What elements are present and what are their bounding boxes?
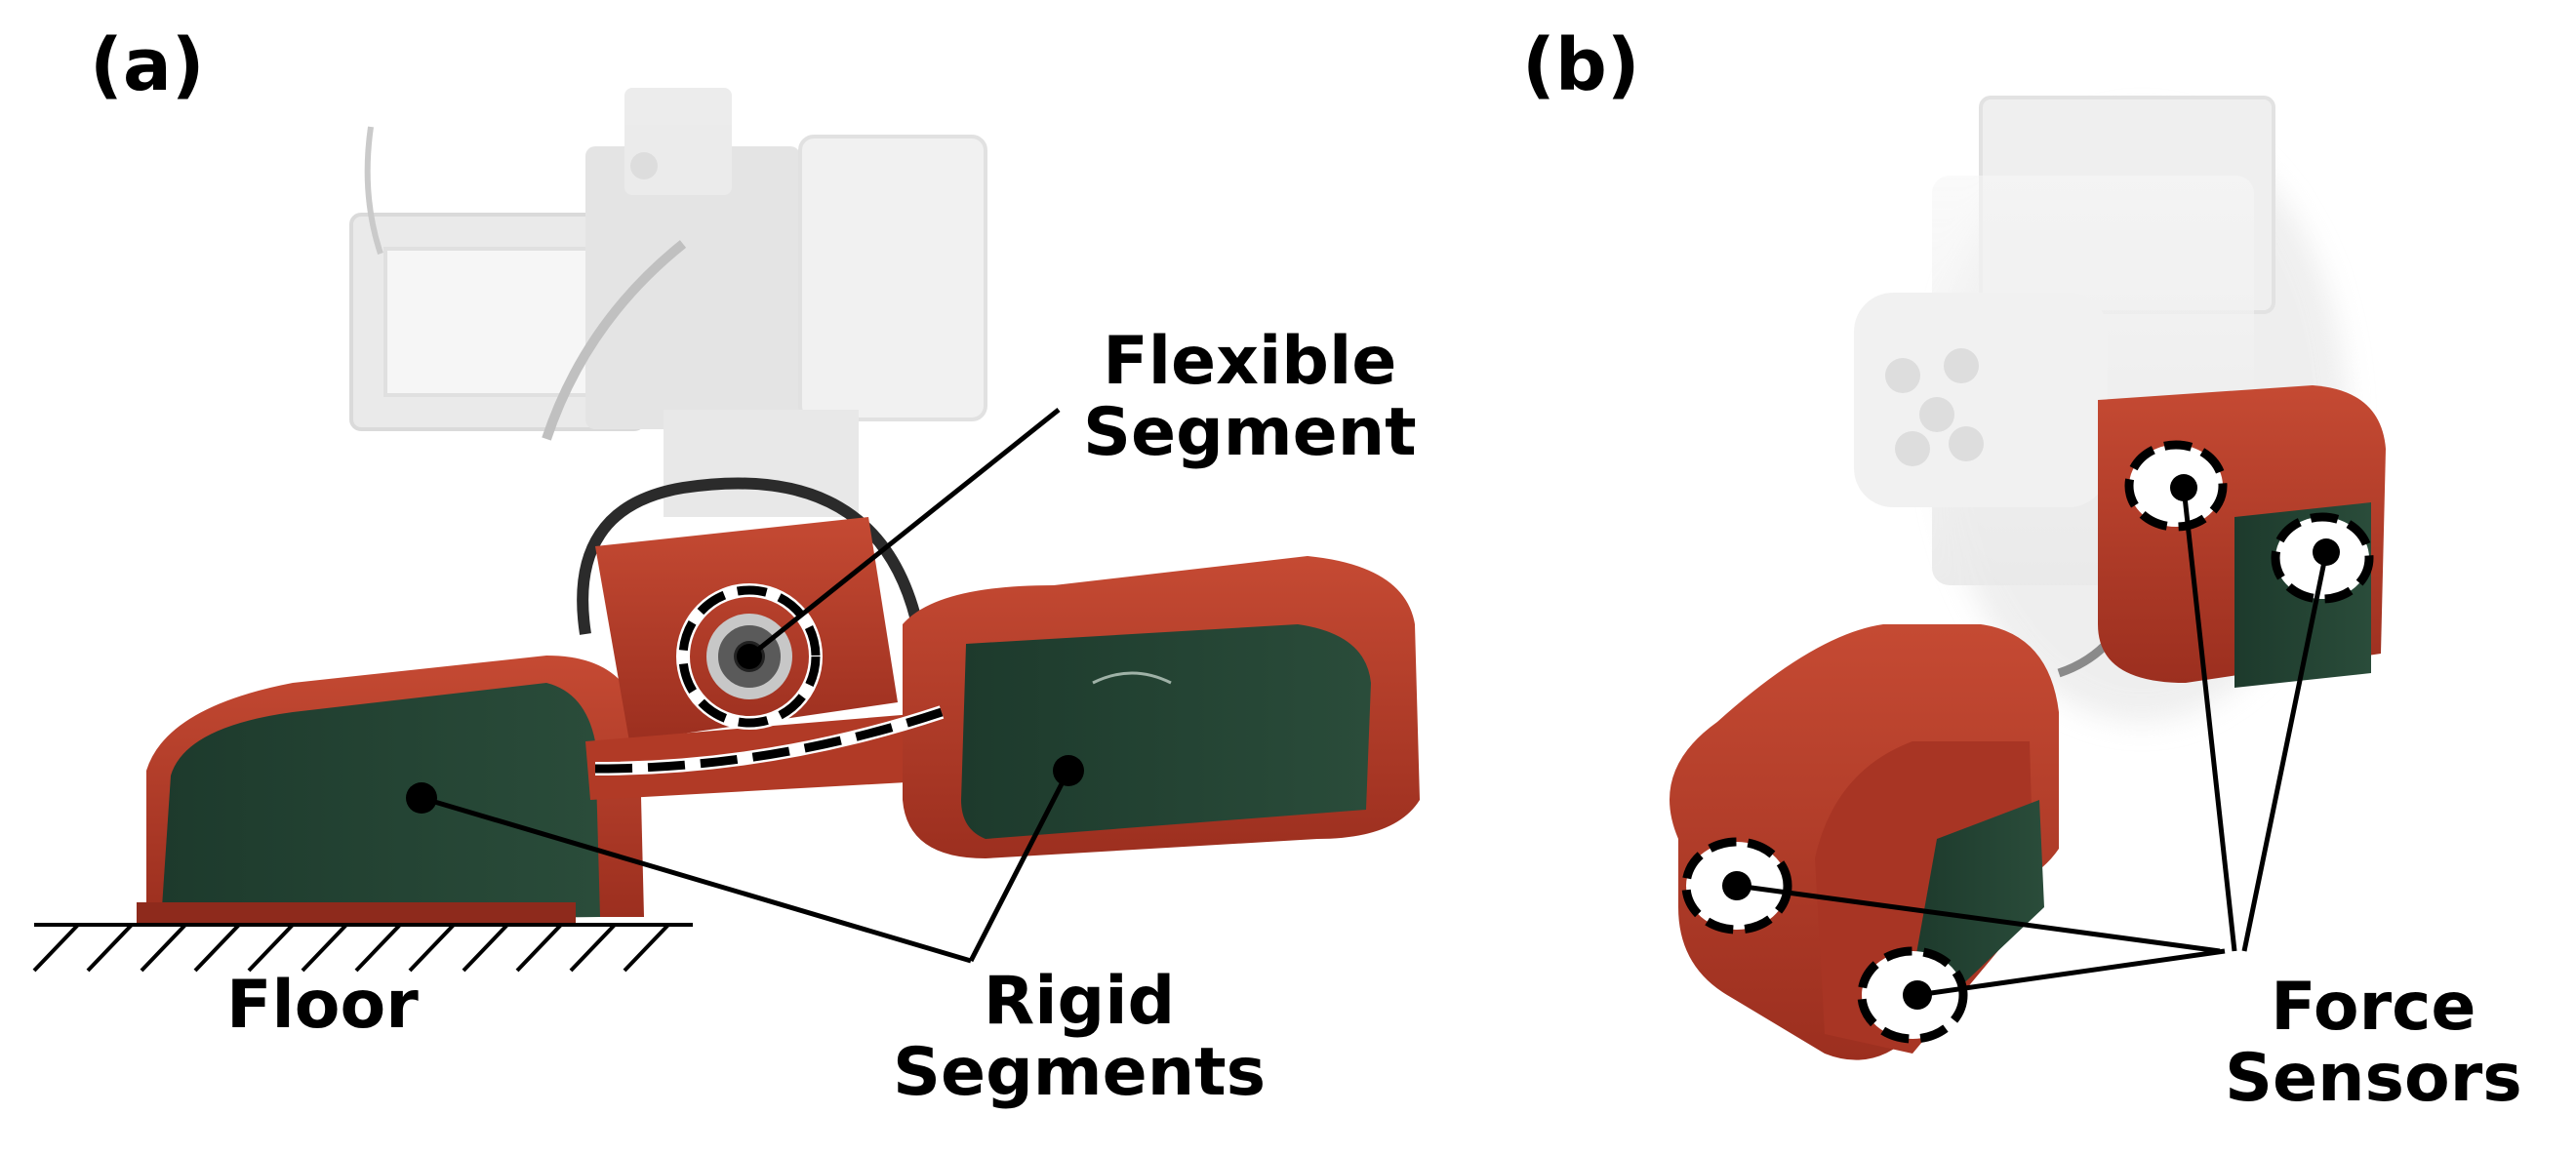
rigid-segments-label-line1: Rigid bbox=[983, 963, 1176, 1040]
leader-lines-b bbox=[1736, 487, 2329, 998]
force-sensors-label-line1: Force bbox=[2271, 969, 2476, 1046]
motor-assembly-a bbox=[349, 88, 987, 517]
flexible-segment-label-line2: Segment bbox=[1083, 394, 1417, 472]
flexible-segment-label-line1: Flexible bbox=[1103, 323, 1397, 400]
right-segment-dot bbox=[1053, 755, 1084, 786]
force-sensor-4 bbox=[1857, 946, 1968, 1044]
cable-a bbox=[577, 477, 923, 635]
left-rigid-segment-a bbox=[137, 656, 644, 924]
left-segment-dot bbox=[406, 782, 437, 814]
panel-b-photo bbox=[1670, 96, 2386, 1060]
floor-label: Floor bbox=[226, 967, 419, 1044]
force-sensor-2 bbox=[2271, 512, 2374, 604]
flexible-segment-label: Flexible Segment bbox=[1083, 326, 1417, 469]
panel-a-photo bbox=[32, 88, 1420, 973]
force-sensor-1 bbox=[2124, 440, 2228, 532]
rigid-segments-label: Rigid Segments bbox=[893, 966, 1266, 1109]
force-sensors-label-line2: Sensors bbox=[2225, 1040, 2522, 1118]
flexible-segment-marker bbox=[594, 583, 945, 776]
right-rigid-segment-a bbox=[903, 556, 1420, 858]
rigid-segments-label-line2: Segments bbox=[893, 1034, 1267, 1112]
floor-hatching bbox=[32, 923, 693, 973]
force-sensor-markers bbox=[1681, 440, 2374, 1044]
flexible-point-dot bbox=[737, 644, 762, 669]
force-sensors-label: Force Sensors bbox=[2225, 972, 2522, 1115]
leader-lines-a bbox=[421, 408, 1071, 964]
panel-b-tag: (b) bbox=[1522, 23, 1640, 107]
panel-a-tag: (a) bbox=[90, 23, 205, 107]
